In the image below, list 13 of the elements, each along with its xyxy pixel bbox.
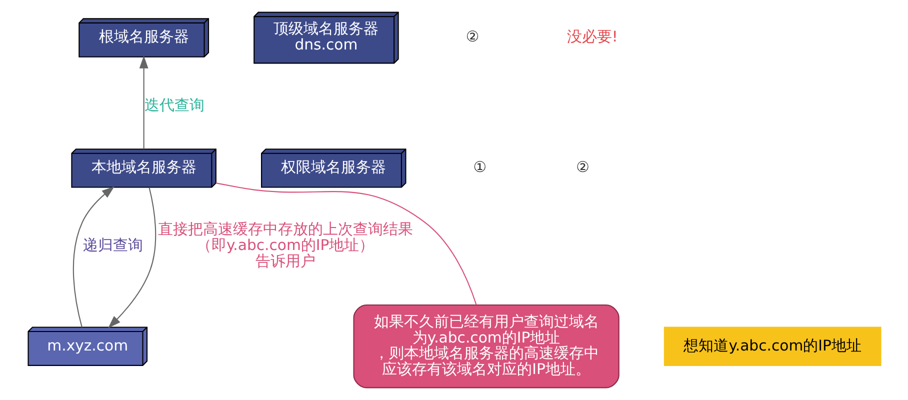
arrow [72,186,114,328]
arrow [108,187,156,328]
node-box: 如果不久前已经有用户查询过域名为y.abc.com的IP地址，则本地域名服务器的高速缓存中应该存有该域名对应的IP地址。 [352,304,619,388]
arrow [138,56,148,150]
node-box: 想知道y.abc.com的IP地址 [663,326,881,366]
edge-label: 迭代查询 [144,97,204,114]
edge-label: 直接把高速缓存中存放的上次查询结果（即y.abc.com的IP地址）告诉用户 [157,221,412,270]
connector [215,182,476,305]
edge-label: 递归查询 [82,237,143,254]
label: ② [576,159,589,176]
label: 没必要! [566,28,618,46]
label: ① [472,159,486,176]
label: ② [465,28,479,46]
